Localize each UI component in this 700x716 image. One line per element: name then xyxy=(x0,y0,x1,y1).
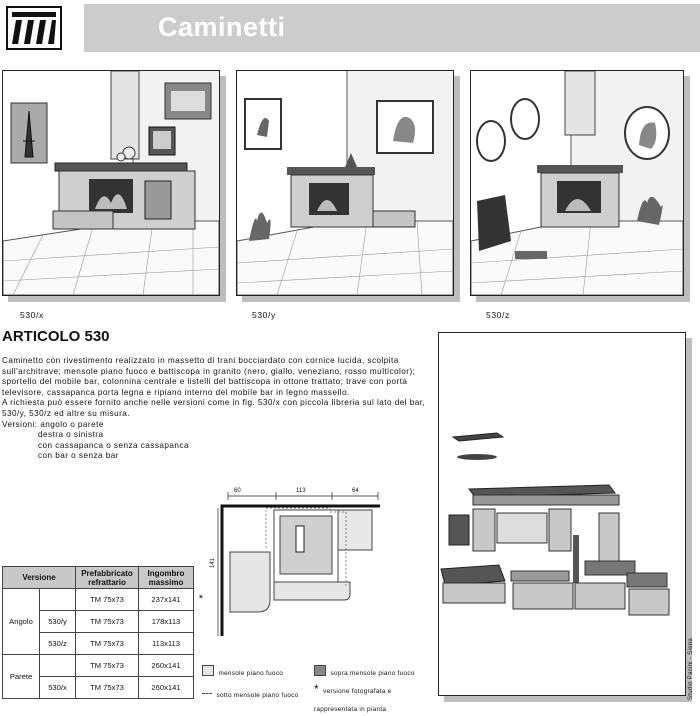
table-cell: 260x141 xyxy=(138,654,194,677)
photo-caption: 530/x xyxy=(20,310,44,320)
star-icon: * xyxy=(314,681,319,696)
version-item: con cassapanca o senza cassapanca xyxy=(38,440,189,450)
table-header: Versione xyxy=(2,566,76,589)
table-cell: 113x113 xyxy=(138,632,194,655)
table-group-name: Angolo xyxy=(2,588,40,655)
legend-swatch xyxy=(202,692,212,694)
version-item: angolo o parete xyxy=(40,419,104,429)
table-row: 530/x TM 75x73 260x141 xyxy=(3,676,194,699)
floor-plan: 60 113 64 141 xyxy=(210,488,380,636)
table-cell xyxy=(39,588,76,611)
table-cell: TM 75x73 xyxy=(75,632,139,655)
table-cell: 530/z xyxy=(39,632,76,655)
table-header: Ingombro massimo xyxy=(138,566,194,589)
table-row: Angolo TM 75x73 237x141 * xyxy=(2,588,203,655)
versions-heading: Versioni: angolo o parete xyxy=(2,420,442,431)
table-cell: TM 75x73 xyxy=(75,610,139,633)
legend-swatch xyxy=(314,665,326,677)
table-cell: 178x113 xyxy=(138,610,194,633)
legend-item: * versione fotografata e rappresentata i… xyxy=(314,680,424,716)
table-cell xyxy=(39,654,76,677)
table-cell: TM 75x73 xyxy=(75,588,139,611)
plan-dimension: 141 xyxy=(210,557,217,569)
plan-dimension: 60 xyxy=(234,488,241,494)
table-group-name: Parete xyxy=(2,654,40,699)
plan-dimension: 64 xyxy=(352,488,359,494)
legend-label: mensole piano fuoco xyxy=(218,670,284,677)
description-paragraph: Caminetto con rivestimento realizzato in… xyxy=(2,356,416,397)
photo-caption: 530/z xyxy=(486,310,510,320)
page-title: Caminetti xyxy=(158,12,286,42)
plan-dimension: 113 xyxy=(296,488,306,494)
photo-530z xyxy=(470,70,684,296)
table-cell: TM 75x73 xyxy=(75,676,139,699)
photo-credit: Studio Pacini - Siena xyxy=(688,638,694,700)
table-cell: 260x141 xyxy=(138,676,194,699)
table-row: Parete TM 75x73 260x141 xyxy=(2,654,194,699)
table-row: 530/y TM 75x73 178x113 xyxy=(3,610,194,633)
table-cell-value: 237x141 xyxy=(151,595,181,604)
legend-swatch xyxy=(202,665,214,677)
exploded-drawing xyxy=(438,332,686,696)
photo-530y xyxy=(236,70,454,296)
title-bar xyxy=(84,4,700,52)
legend-label: versione fotografata e rappresentata in … xyxy=(314,688,392,713)
table-header: Prefabbricato refrattario xyxy=(75,566,139,589)
legend-item: sotto mensole piano fuoco xyxy=(202,684,299,702)
table-cell: TM 75x73 xyxy=(75,654,139,677)
versions-label: Versioni: xyxy=(2,419,38,429)
table-cell: 237x141 * xyxy=(138,588,203,611)
legend-label: sopra mensole piano fuoco xyxy=(330,670,415,677)
legend-item: mensole piano fuoco xyxy=(202,662,283,680)
legend-label: sotto mensole piano fuoco xyxy=(216,692,299,699)
table-cell: 530/x xyxy=(39,676,76,699)
version-item: destra o sinistra xyxy=(38,430,104,440)
table-cell: 530/y xyxy=(39,610,76,633)
photographed-star: * xyxy=(198,593,203,605)
photo-530x xyxy=(2,70,220,296)
article-title: ARTICOLO 530 xyxy=(2,328,110,345)
photo-caption: 530/y xyxy=(252,310,276,320)
brand-logo xyxy=(6,6,62,50)
article-description: Caminetto con rivestimento realizzato in… xyxy=(2,356,442,462)
description-paragraph: A richiesta può essere fornito anche nel… xyxy=(2,398,426,418)
legend-item: sopra mensole piano fuoco xyxy=(314,662,415,680)
spec-table: Versione Prefabbricato refrattario Ingom… xyxy=(2,566,203,699)
version-item: con bar o senza bar xyxy=(38,451,119,461)
